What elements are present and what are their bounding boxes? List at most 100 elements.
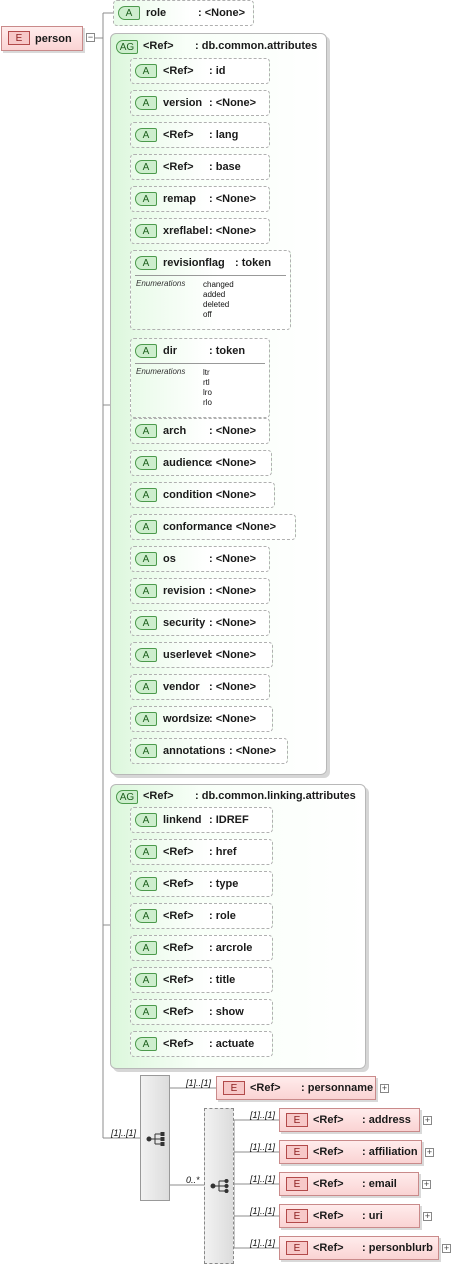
element-ref: <Ref> [313,1114,344,1126]
enumeration-value: changed [203,280,234,289]
enumeration-value: ltr [203,368,210,377]
attribute-badge: A [135,192,157,206]
attribute-name: version [163,97,203,109]
element-ref: <Ref> [250,1082,281,1094]
attribute-badge: A [135,520,157,534]
person-element[interactable]: E person [1,26,83,51]
attribute-name: linkend [163,814,202,826]
attribute[interactable]: A <Ref> : type [130,871,273,897]
attribute-badge: A [135,224,157,238]
attribute[interactable]: A<Ref>: id [130,58,270,84]
attribute-name: vendor [163,681,200,693]
attribute[interactable]: A<Ref>: show [130,999,273,1025]
element-badge: E [286,1209,308,1223]
choice-element[interactable]: E<Ref>: personblurb [279,1236,439,1260]
element-name: : address [362,1114,411,1126]
attribute-name: <Ref> [163,129,194,141]
element-name: : email [362,1178,397,1190]
attribute-name: annotations [163,745,226,757]
attribute-group-badge: AG [116,790,138,804]
attribute-name: revisionflag [163,257,225,269]
attribute-type: : <None> [209,457,257,469]
attribute[interactable]: A<Ref>: title [130,967,273,993]
choice-element[interactable]: E<Ref>: email [279,1172,419,1196]
attribute-type: : <None> [209,225,257,237]
attribute-name: xreflabel [163,225,209,237]
element-badge: E [223,1081,245,1095]
attribute-badge: A [135,909,157,923]
attribute-type: : show [209,1006,244,1018]
choice-element[interactable]: E<Ref>: address [279,1108,420,1132]
attribute-name: dir [163,345,178,357]
element-badge: E [8,31,30,45]
attribute-type: : type [209,878,239,890]
attribute[interactable]: A<Ref>: base [130,154,270,180]
role-attribute[interactable]: A role : <None> [113,0,254,26]
attribute[interactable]: A<Ref>: role [130,903,273,929]
attribute-type: : <None> [229,745,277,757]
attribute-name: <Ref> [163,846,194,858]
attribute-badge: A [135,813,157,827]
attribute-type: : <None> [209,713,257,725]
attribute-type: : <None> [209,553,257,565]
collapse-toggle-icon[interactable]: − [86,32,95,42]
attribute-type: : <None> [209,649,257,661]
expand-icon[interactable]: + [380,1083,389,1093]
attribute-name: os [163,553,176,565]
choice-element[interactable]: E<Ref>: uri [279,1204,420,1228]
attribute-badge: A [135,64,157,78]
attribute-badge: A [135,680,157,694]
attribute-type: : id [209,65,226,77]
attribute-badge: A [135,1005,157,1019]
enumeration-divider [135,275,286,276]
attribute-type: : base [209,161,241,173]
attribute-name: userlevel [163,649,211,661]
attribute[interactable]: A<Ref>: lang [130,122,270,148]
element-name: : uri [362,1210,383,1222]
personname-element[interactable]: E <Ref> : personname [216,1076,376,1100]
attribute-type: : <None> [209,425,257,437]
sequence-icon [146,1132,165,1146]
expand-icon[interactable]: + [423,1115,432,1125]
attribute-badge: A [135,877,157,891]
expand-icon[interactable]: + [423,1211,432,1221]
expand-icon[interactable]: + [442,1243,451,1253]
attribute-type: : title [209,974,236,986]
item-cardinality: [1]..[1] [250,1238,276,1248]
attribute-name: <Ref> [163,878,194,890]
expand-icon[interactable]: + [422,1179,431,1189]
element-name: : personname [301,1082,374,1094]
attribute[interactable]: A<Ref>: href [130,839,273,865]
group-ref: <Ref> [143,790,174,802]
attribute[interactable]: A<Ref>: actuate [130,1031,273,1057]
attribute[interactable]: A<Ref>: arcrole [130,935,273,961]
expand-icon[interactable]: + [425,1147,434,1157]
attribute-type: : actuate [209,1038,255,1050]
attribute-type: : arcrole [209,942,253,954]
choice-compositor[interactable] [204,1108,234,1264]
enumeration-value: rlo [203,398,212,407]
enumeration-label: Enumerations [136,279,186,288]
attribute-badge: A [135,973,157,987]
sequence-compositor[interactable] [140,1075,170,1201]
choice-element[interactable]: E<Ref>: affiliation [279,1140,422,1164]
enumeration-value: added [203,290,226,299]
personname-cardinality: [1]..[1] [186,1078,212,1088]
